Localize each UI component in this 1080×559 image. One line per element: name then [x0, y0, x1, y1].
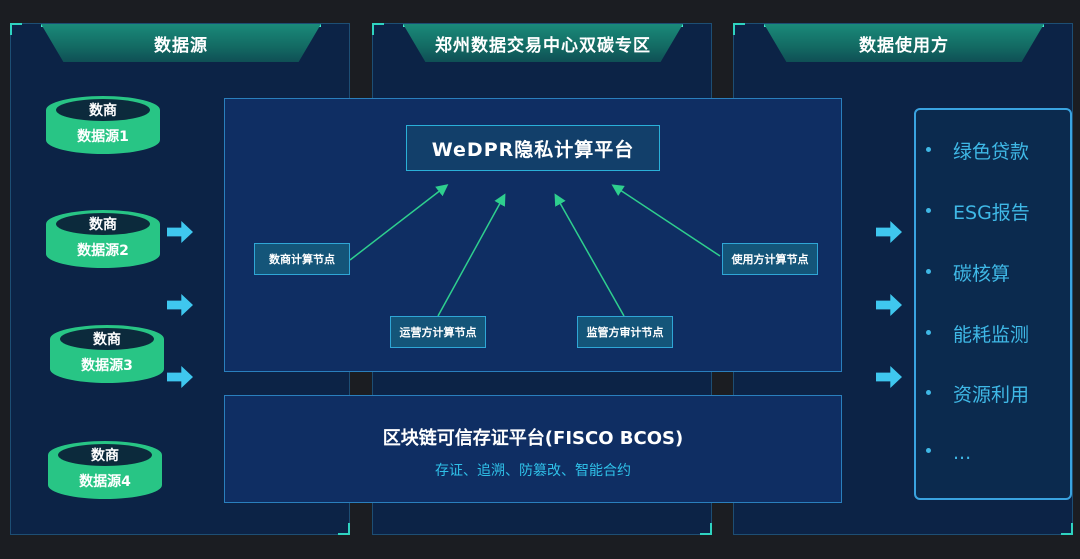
- cylinder-top-label: 数商: [56, 213, 150, 235]
- cylinder-label: 数据源1: [77, 129, 129, 145]
- bullet-icon: [926, 330, 931, 335]
- bullet-icon: [926, 269, 931, 274]
- use-list-item: 碳核算: [926, 259, 1010, 286]
- cylinder-top-label: 数商: [56, 99, 150, 121]
- data-source-header: 数据源: [41, 24, 321, 62]
- cylinder-top-label: 数商: [60, 328, 154, 350]
- cylinder-label: 数据源4: [79, 474, 131, 490]
- connector-line: [611, 184, 721, 257]
- connector-line: [437, 193, 506, 317]
- data-user-header: 数据使用方: [764, 24, 1044, 62]
- use-list-item: 资源利用: [926, 380, 1029, 407]
- cylinder-label: 数据源2: [77, 243, 129, 259]
- data-source-cylinder: 数商 数据源2: [46, 210, 160, 270]
- bullet-icon: [926, 208, 931, 213]
- operator-compute-node: 运营方计算节点: [390, 316, 486, 348]
- regulator-audit-node: 监管方审计节点: [577, 316, 673, 348]
- data-source-cylinder: 数商 数据源4: [48, 441, 162, 501]
- merchant-compute-node: 数商计算节点: [254, 243, 350, 275]
- data-source-cylinder: 数商 数据源1: [46, 96, 160, 156]
- bullet-icon: [926, 390, 931, 395]
- cylinder-label: 数据源3: [81, 358, 133, 374]
- platform-title: WeDPR隐私计算平台: [406, 125, 660, 171]
- blockchain-features: 存证、追溯、防篡改、智能合约: [435, 463, 631, 479]
- use-list-item: ESG报告: [926, 198, 1030, 225]
- data-source-cylinder: 数商 数据源3: [50, 325, 164, 385]
- bullet-icon: [926, 147, 931, 152]
- use-list-item: 绿色贷款: [926, 137, 1029, 164]
- use-list-item: ...: [926, 442, 971, 464]
- cylinder-top-label: 数商: [58, 444, 152, 466]
- exchange-header: 郑州数据交易中心双碳专区: [403, 24, 683, 62]
- connector-line: [554, 193, 625, 317]
- connector-line: [349, 184, 449, 261]
- blockchain-title: 区块链可信存证平台(FISCO BCOS): [382, 428, 684, 449]
- bullet-icon: [926, 448, 931, 453]
- data-use-list-box: [914, 108, 1072, 500]
- user-compute-node: 使用方计算节点: [722, 243, 818, 275]
- blockchain-platform-box: [224, 395, 842, 503]
- use-list-item: 能耗监测: [926, 320, 1029, 347]
